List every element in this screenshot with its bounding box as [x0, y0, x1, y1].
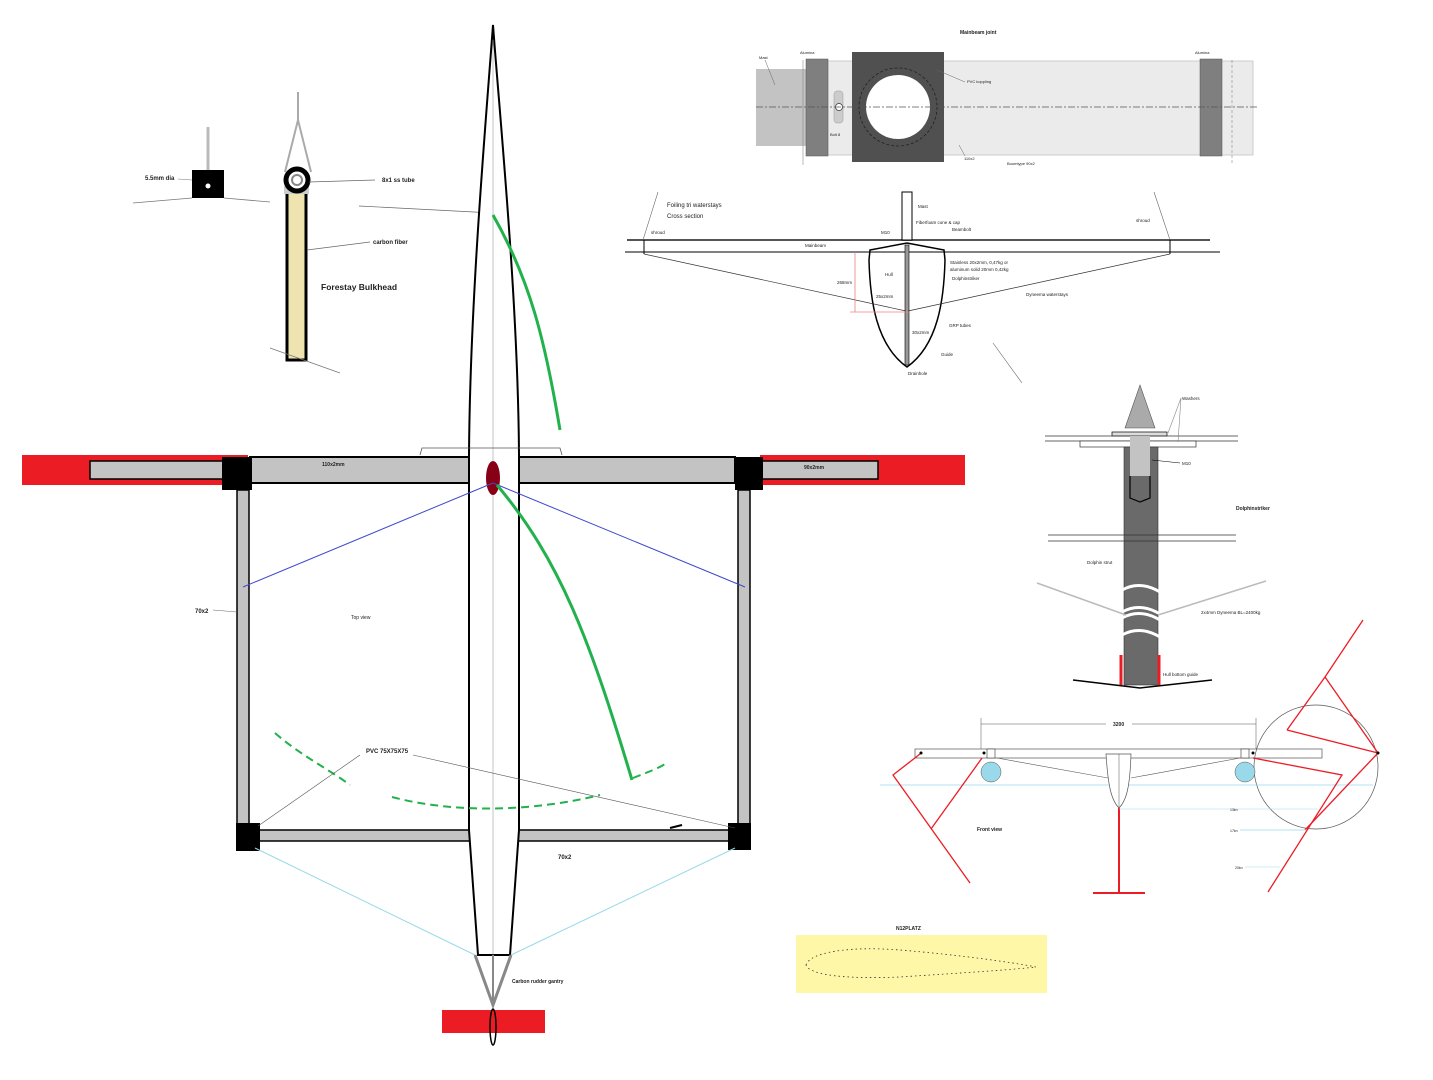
- bolt-label: Bolt 8: [830, 132, 841, 137]
- spec-label: aluminum solid 20mm 0,42kg: [950, 267, 1009, 272]
- m10-label: M10: [881, 230, 890, 235]
- shroud-label: shroud: [651, 230, 665, 235]
- airfoil-title: N12PLATZ: [896, 926, 921, 932]
- foil-curve: [495, 484, 634, 781]
- aft-stay-line: [510, 847, 736, 956]
- side-beam-label: 70x2: [195, 609, 209, 615]
- tube-label: 110x2: [964, 156, 975, 161]
- dia-label: 5.5mm dia: [145, 176, 175, 182]
- airfoil-background: [796, 935, 1047, 993]
- carbon-bulkhead: [285, 190, 308, 362]
- aft-stay-line: [254, 847, 476, 956]
- mainbeam-label: Mainbeam: [805, 243, 826, 248]
- band: [805, 58, 829, 157]
- washers-label: Washers: [1182, 396, 1200, 401]
- corner-block: [728, 823, 751, 850]
- foil-arc-dashed: [274, 732, 351, 786]
- left-outer-beam: [89, 460, 241, 480]
- airfoil-panel: N12PLATZ: [796, 926, 1047, 993]
- rudder-foil: [442, 1010, 545, 1033]
- foil-arc-dashed: [391, 794, 601, 810]
- dolphinstriker-title: Dolphinstriker: [1236, 506, 1270, 512]
- top-view: 90x2mm 110x2mm 70x2 70x2 Top view: [22, 24, 965, 1046]
- cone: [1124, 384, 1156, 429]
- tube30-label: 30x2mm: [912, 330, 930, 335]
- mast-label: Mast: [918, 204, 929, 209]
- mainbeam-joint: Mainbeam joint Mast Alumina Alumina Bolt…: [756, 30, 1258, 166]
- joint-title: Mainbeam joint: [960, 30, 997, 36]
- guide-label: Guide: [941, 352, 954, 357]
- pin-hole: [205, 183, 211, 189]
- outer-beam-label: 90x2mm: [804, 465, 825, 471]
- cross-section-title: Foiling tri waterstays: [667, 203, 722, 209]
- left-side-beam: [236, 489, 250, 826]
- cross-section-subtitle: Cross section: [667, 214, 703, 220]
- stay-line: [242, 482, 494, 588]
- forestay-loop: [284, 92, 312, 173]
- stay-line: [492, 482, 746, 588]
- dolphin-strut: [1123, 446, 1159, 686]
- dolphinstriker-label: Dolphinstriker: [952, 276, 980, 281]
- gantry-label: Carbon rudder gantry: [512, 979, 564, 985]
- cross-section: Foiling tri waterstays Cross section shr…: [625, 191, 1220, 384]
- hull-section: [868, 242, 946, 368]
- aft-beam-label: 70x2: [558, 855, 572, 861]
- forestay-bulkhead-detail: 5.5mm dia 8x1 ss tube carbon fiber Fores…: [132, 92, 494, 374]
- speed-label: 17kn: [1230, 829, 1238, 833]
- float: [980, 761, 1002, 783]
- corner-block: [735, 457, 763, 490]
- waterstays-label: Dyneema waterstays: [1026, 292, 1069, 297]
- drainhole-label: Drainhole: [908, 371, 928, 376]
- speed-label: 13kn: [1230, 808, 1238, 812]
- coupling-label: PVC koppling: [967, 79, 991, 84]
- hull-label: Hull: [885, 272, 893, 277]
- right-side-beam: [737, 489, 751, 826]
- mast-tube: [756, 69, 806, 146]
- cone-label: Fiberfoam cone & cap: [916, 220, 961, 225]
- pvc-label: PVC 75X75X75: [366, 749, 409, 755]
- foil-curve: [491, 214, 562, 431]
- mast: [901, 191, 913, 241]
- band-label: Alumina: [800, 50, 815, 55]
- band-label: Alumina: [1195, 50, 1210, 55]
- speed-label: 20kn: [1235, 866, 1243, 870]
- front-view: 3200 13kn 17kn 20kn Front view: [880, 619, 1380, 894]
- boom-label: Boomtype 90x2: [1007, 161, 1036, 166]
- front-view-title: Front view: [977, 827, 1002, 833]
- m10-bolt: [1130, 436, 1150, 476]
- m10-label: M10: [1182, 461, 1191, 466]
- band: [1199, 58, 1223, 157]
- beambolt-label: Beambolt: [952, 227, 972, 232]
- tube-label: 8x1 ss tube: [382, 178, 415, 184]
- top-view-title: Top view: [351, 615, 371, 621]
- forestay-title: Forestay Bulkhead: [321, 282, 397, 292]
- corner-block: [222, 457, 252, 490]
- carbon-label: carbon fiber: [373, 240, 408, 246]
- detail-circle: [1253, 704, 1379, 830]
- height-label: 268mm: [837, 280, 852, 285]
- dyneema-label: 2x4mm Dyneema BL=2400kg: [1201, 610, 1261, 615]
- float: [1234, 761, 1256, 783]
- corner-block: [236, 823, 260, 851]
- grp-label: GRP tubes: [949, 323, 972, 328]
- strut-label: Dolphin strut: [1087, 560, 1113, 565]
- shroud-label: shroud: [1136, 218, 1150, 223]
- mast-step: [486, 461, 500, 495]
- tube25-label: 25x2mm: [876, 294, 894, 299]
- left-foil: [892, 753, 983, 884]
- rudder: [489, 1008, 497, 1046]
- center-hull: [1105, 753, 1132, 809]
- mast-label: Mast: [759, 55, 769, 60]
- mainbeam-label: 110x2mm: [322, 462, 345, 468]
- spec-label: Stainless 20x2mm, 0,47kg or: [950, 260, 1009, 265]
- airfoil-profile: [805, 948, 1037, 978]
- dolphinstriker-rod: [904, 244, 910, 366]
- guide-label: Hull bottom guide: [1163, 672, 1199, 677]
- dolphinstriker-detail: Washers M10 Dolphinstriker Dolphin strut…: [1036, 384, 1270, 689]
- span-label: 3200: [1113, 722, 1124, 728]
